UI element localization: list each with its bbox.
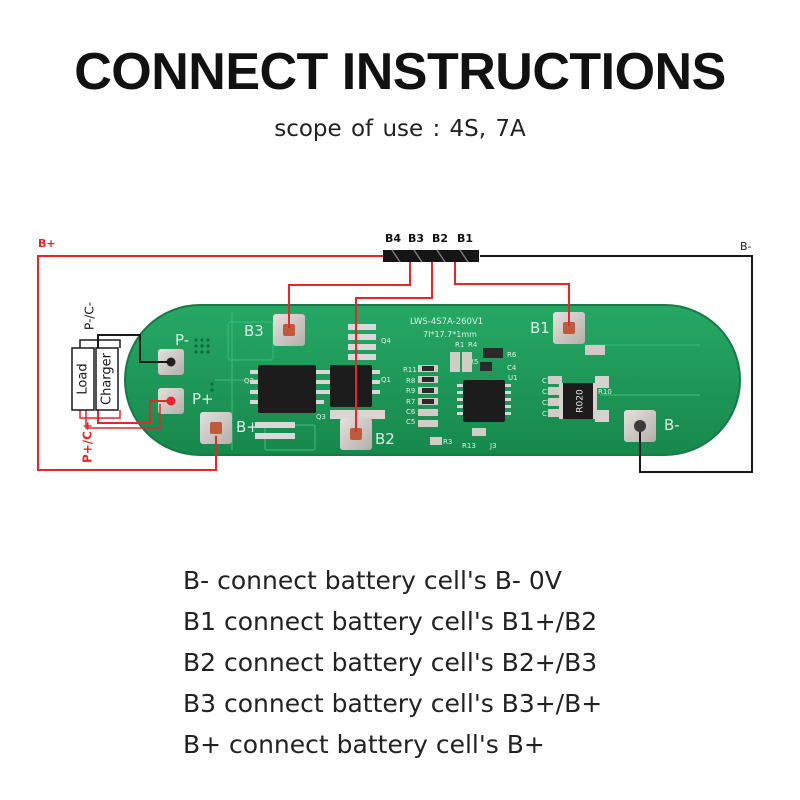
label-c6: C6 bbox=[406, 408, 416, 416]
pad-b-plus bbox=[200, 412, 232, 444]
label-u1: U1 bbox=[508, 374, 518, 382]
wire-label-b-plus: B+ bbox=[38, 237, 56, 250]
pad-b1 bbox=[553, 312, 585, 344]
red-wires bbox=[37, 255, 570, 471]
label-c5: C5 bbox=[406, 418, 415, 426]
p-plus-c-plus-label: P+/C+ bbox=[81, 421, 95, 463]
p-minus-c-minus-label: P-/C- bbox=[83, 302, 97, 330]
passive-components bbox=[418, 348, 562, 445]
sense-resistor-label: R020 bbox=[576, 389, 586, 413]
label-j3: J3 bbox=[489, 442, 497, 450]
pcb-vias bbox=[194, 338, 214, 392]
load-box: Load bbox=[71, 347, 95, 411]
connector-label-b1: B1 bbox=[457, 232, 473, 245]
label-r10: R10 bbox=[598, 388, 612, 396]
page-title: CONNECT INSTRUCTIONS bbox=[74, 43, 726, 101]
label-c1: C1 bbox=[542, 410, 551, 418]
balance-strip bbox=[330, 410, 385, 419]
control-ic bbox=[457, 380, 511, 422]
label-q2: Q2 bbox=[244, 377, 254, 385]
pad-b-minus bbox=[624, 410, 656, 442]
silk-b-minus: B- bbox=[664, 416, 680, 434]
note-b-minus: B- connect battery cell's B- 0V bbox=[183, 566, 562, 595]
load-charger-wires bbox=[79, 339, 161, 429]
silk-b1: B1 bbox=[530, 319, 550, 337]
board-size: 7I*17.7*1mm bbox=[423, 330, 477, 339]
wire-label-b-minus: B- bbox=[740, 240, 752, 253]
connector-label-b3: B3 bbox=[408, 232, 424, 245]
note-b3: B3 connect battery cell's B3+/B+ bbox=[183, 689, 603, 718]
label-r1: R1 bbox=[455, 341, 464, 349]
label-r4: R4 bbox=[468, 341, 478, 349]
label-c3: C3 bbox=[542, 388, 551, 396]
charger-label: Charger bbox=[100, 352, 115, 405]
connector-label-b4: B4 bbox=[385, 232, 401, 245]
label-r5: R5 bbox=[469, 358, 478, 366]
silk-p-plus: P+ bbox=[192, 390, 214, 408]
silk-p-minus: P- bbox=[175, 331, 189, 349]
mosfet-chips bbox=[250, 324, 380, 439]
label-r13: R13 bbox=[462, 442, 476, 450]
silk-b3: B3 bbox=[244, 322, 264, 340]
connection-notes: B- connect battery cell's B- 0V B1 conne… bbox=[183, 560, 602, 765]
label-c2: C2 bbox=[542, 399, 551, 407]
load-label: Load bbox=[76, 363, 91, 394]
label-c4: C4 bbox=[507, 364, 517, 372]
board-model: LWS-4S7A-260V1 bbox=[410, 317, 483, 327]
connector-label-b2: B2 bbox=[432, 232, 448, 245]
pad-b3 bbox=[273, 314, 305, 346]
label-r8: R8 bbox=[406, 377, 415, 385]
label-r11: R11 bbox=[403, 366, 417, 374]
label-q3: Q3 bbox=[316, 413, 326, 421]
label-r7: R7 bbox=[406, 398, 415, 406]
charger-box: Charger bbox=[95, 347, 119, 411]
note-b-plus: B+ connect battery cell's B+ bbox=[183, 730, 545, 759]
balance-connector bbox=[383, 249, 479, 263]
label-r6: R6 bbox=[507, 351, 517, 359]
label-r3: R3 bbox=[443, 438, 452, 446]
label-c7: C7 bbox=[542, 377, 551, 385]
label-q1: Q1 bbox=[381, 376, 391, 384]
sense-resistor: R020 bbox=[559, 345, 609, 422]
page-subtitle: scope of use : 4S, 7A bbox=[274, 116, 526, 142]
note-b1: B1 connect battery cell's B1+/B2 bbox=[183, 607, 598, 636]
label-q4: Q4 bbox=[381, 337, 392, 345]
silk-b2: B2 bbox=[375, 430, 395, 448]
pad-b2 bbox=[340, 418, 372, 450]
silk-b-plus: B+ bbox=[236, 418, 259, 436]
note-b2: B2 connect battery cell's B2+/B3 bbox=[183, 648, 598, 677]
label-r9: R9 bbox=[406, 387, 415, 395]
